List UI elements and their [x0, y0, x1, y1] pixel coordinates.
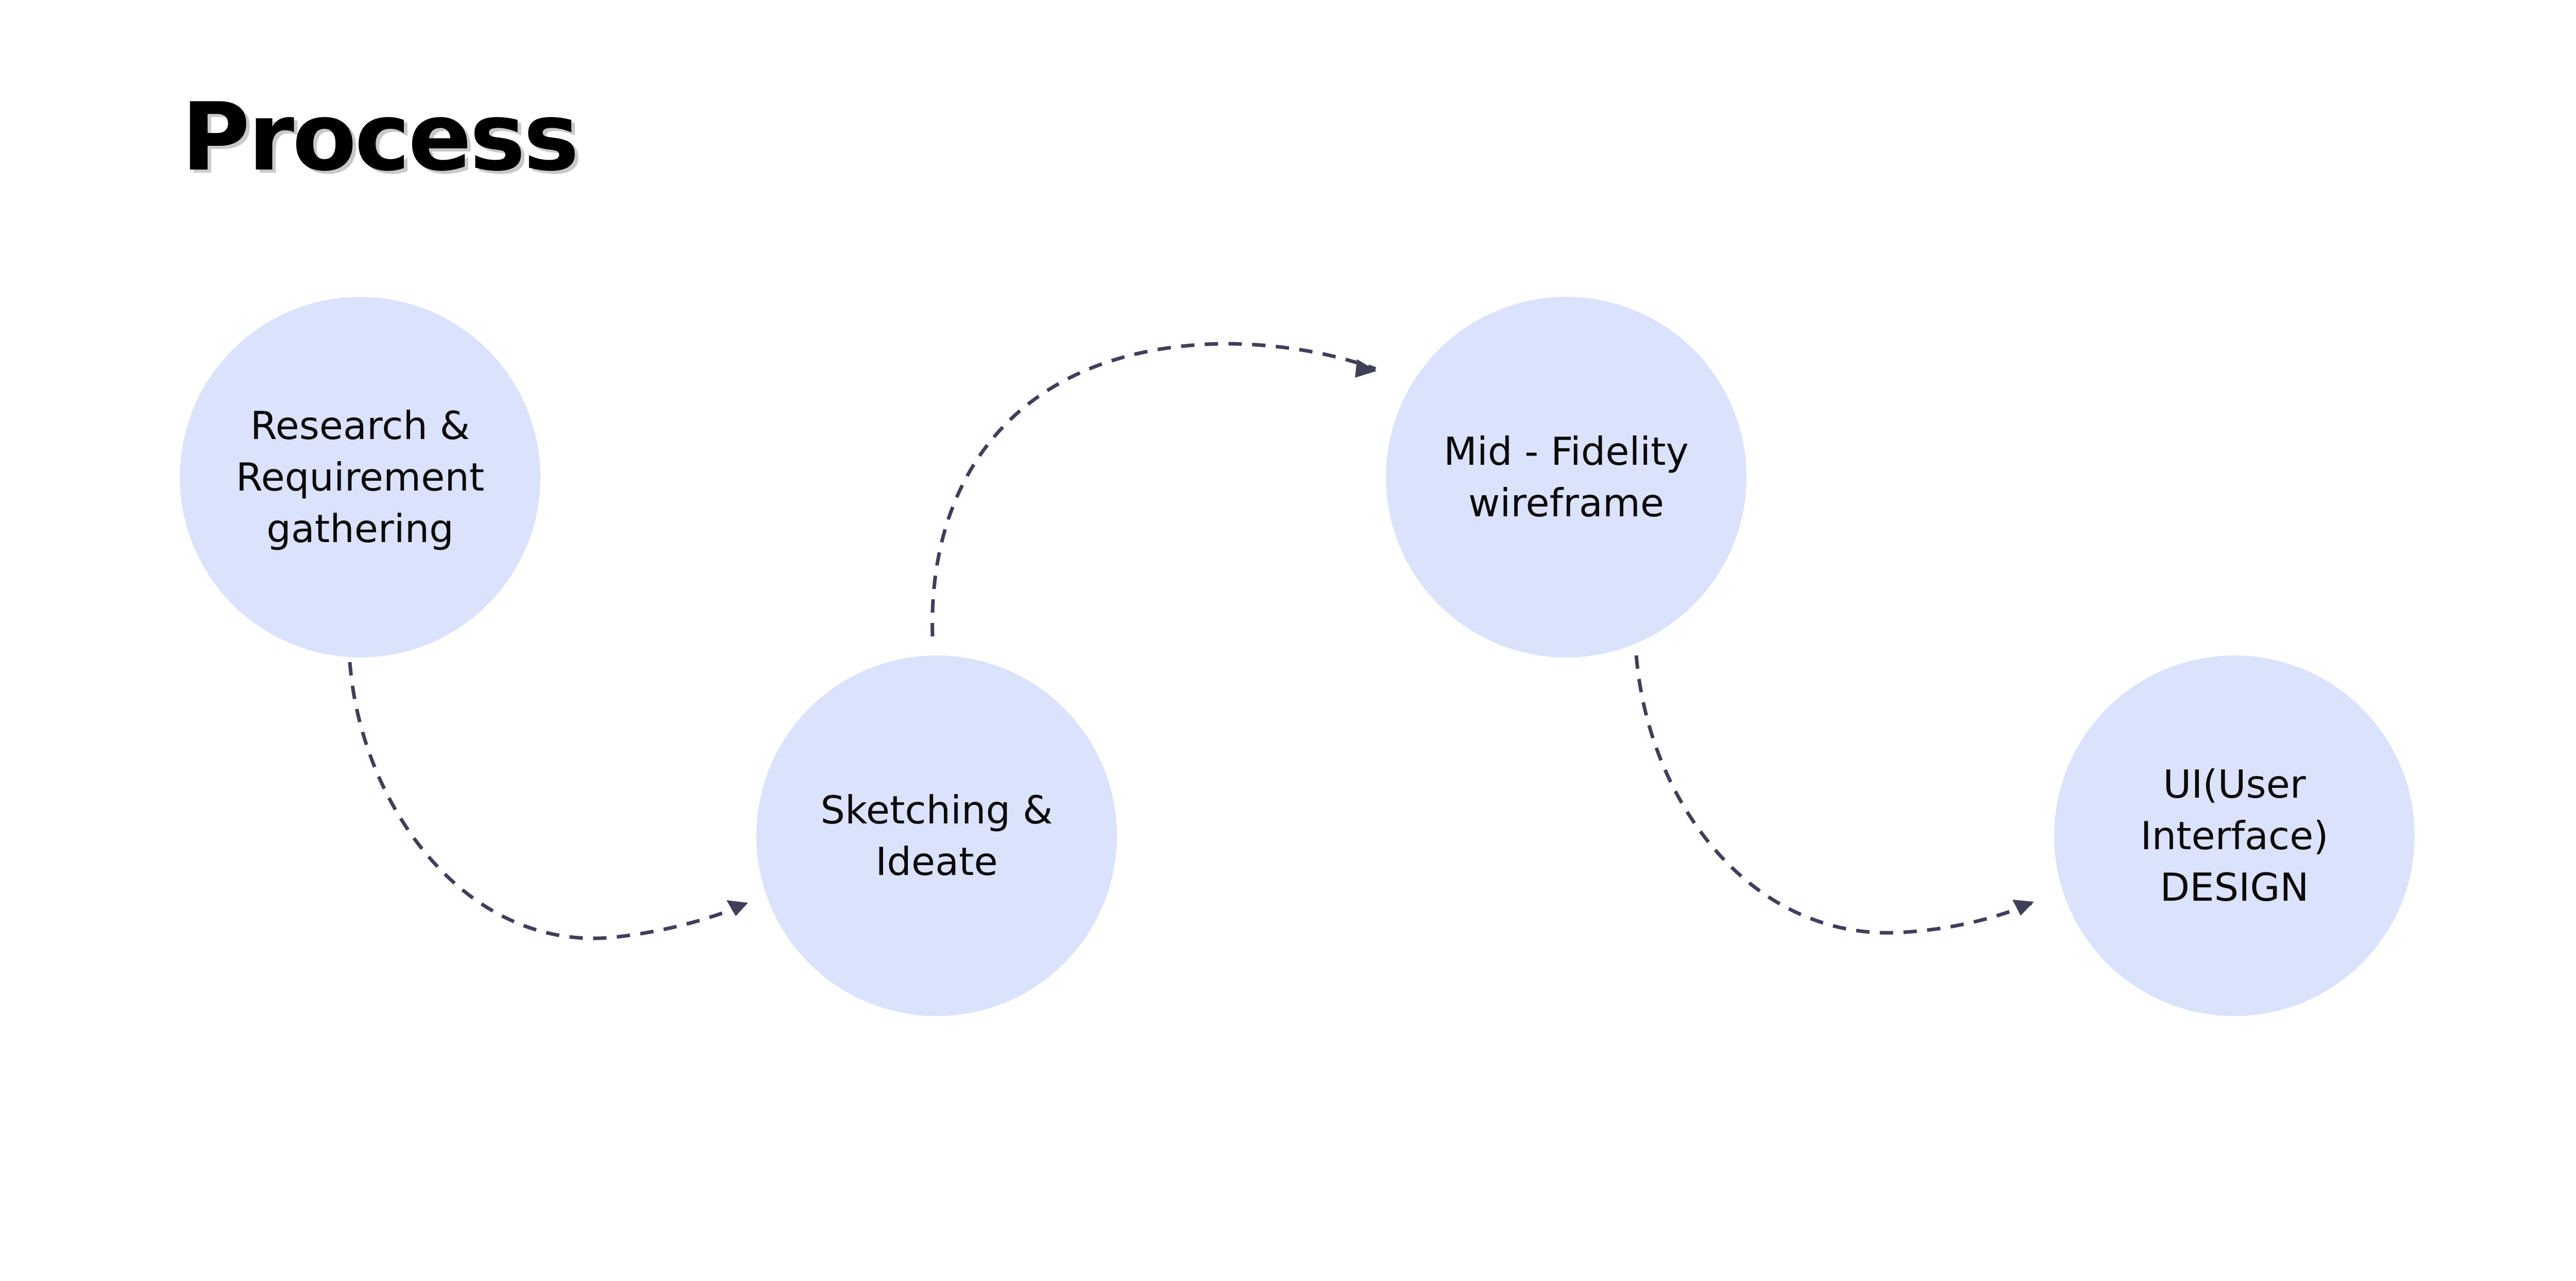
arrowhead-3: [2012, 900, 2034, 916]
step-mid-fidelity-wireframe: Mid - Fidelity wireframe: [1386, 297, 1747, 658]
page-title: Process: [181, 82, 579, 192]
step-research-requirement: Research & Requirement gathering: [180, 297, 540, 658]
arrowhead-2: [1355, 359, 1377, 378]
connector-arrow-1: [348, 662, 748, 940]
connector-arrow-3: [1634, 655, 2033, 935]
step-label: Sketching & Ideate: [820, 787, 1053, 884]
step-label: Mid - Fidelity wireframe: [1444, 429, 1689, 526]
step-ui-design: UI(User Interface) DESIGN: [2054, 655, 2415, 1016]
arrowhead-1: [726, 900, 748, 916]
connector-arrow-2: [930, 342, 1377, 637]
step-label: UI(User Interface) DESIGN: [2140, 762, 2329, 910]
step-sketching-ideate: Sketching & Ideate: [756, 655, 1117, 1016]
step-label: Research & Requirement gathering: [235, 403, 485, 551]
